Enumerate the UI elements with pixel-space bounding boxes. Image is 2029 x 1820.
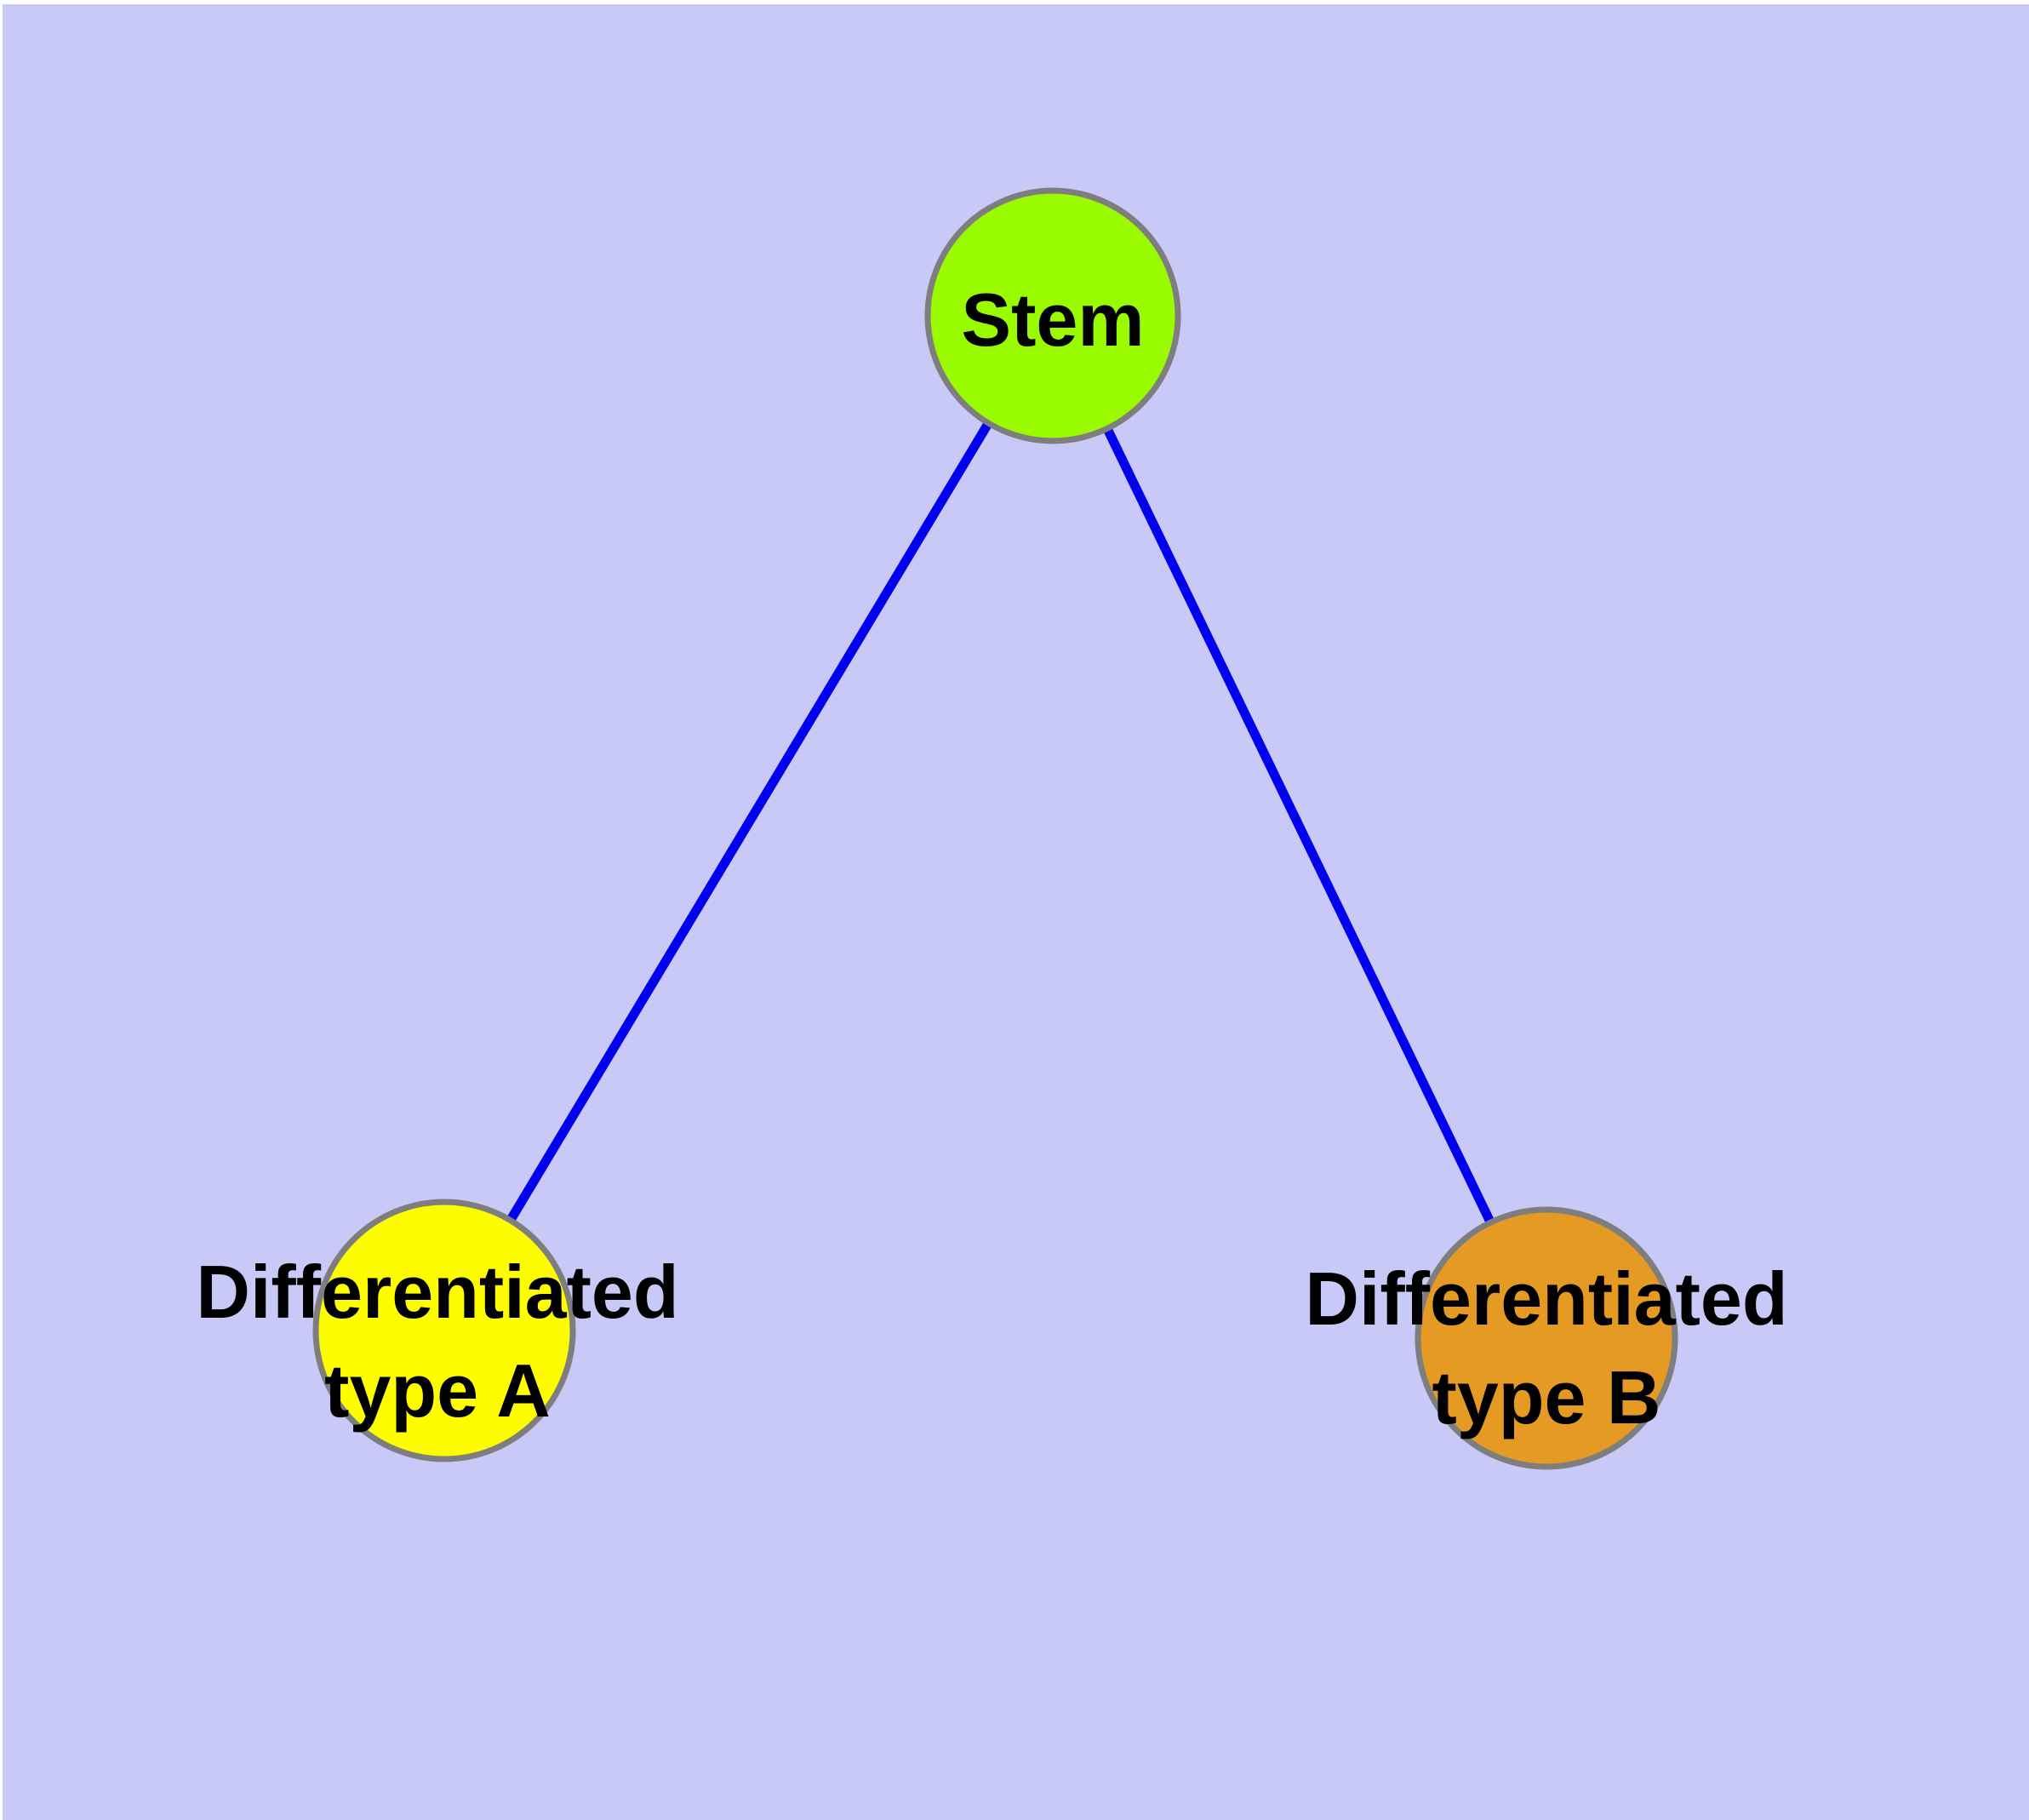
node-label-type-a-line2: type A	[324, 1348, 551, 1433]
edge-stem-to-type-a	[440, 313, 1057, 1333]
node-label-stem: Stem	[961, 278, 1144, 362]
node-label-type-b-line2: type B	[1432, 1355, 1661, 1439]
node-label-type-a-line1: Differentiated	[196, 1250, 678, 1334]
edge-stem-to-type-b	[1049, 313, 1551, 1341]
node-label-type-b-line1: Differentiated	[1305, 1256, 1787, 1341]
node-stem	[924, 187, 1181, 444]
node-differentiated-type-b	[1415, 1206, 1678, 1470]
node-differentiated-type-a	[312, 1199, 576, 1462]
